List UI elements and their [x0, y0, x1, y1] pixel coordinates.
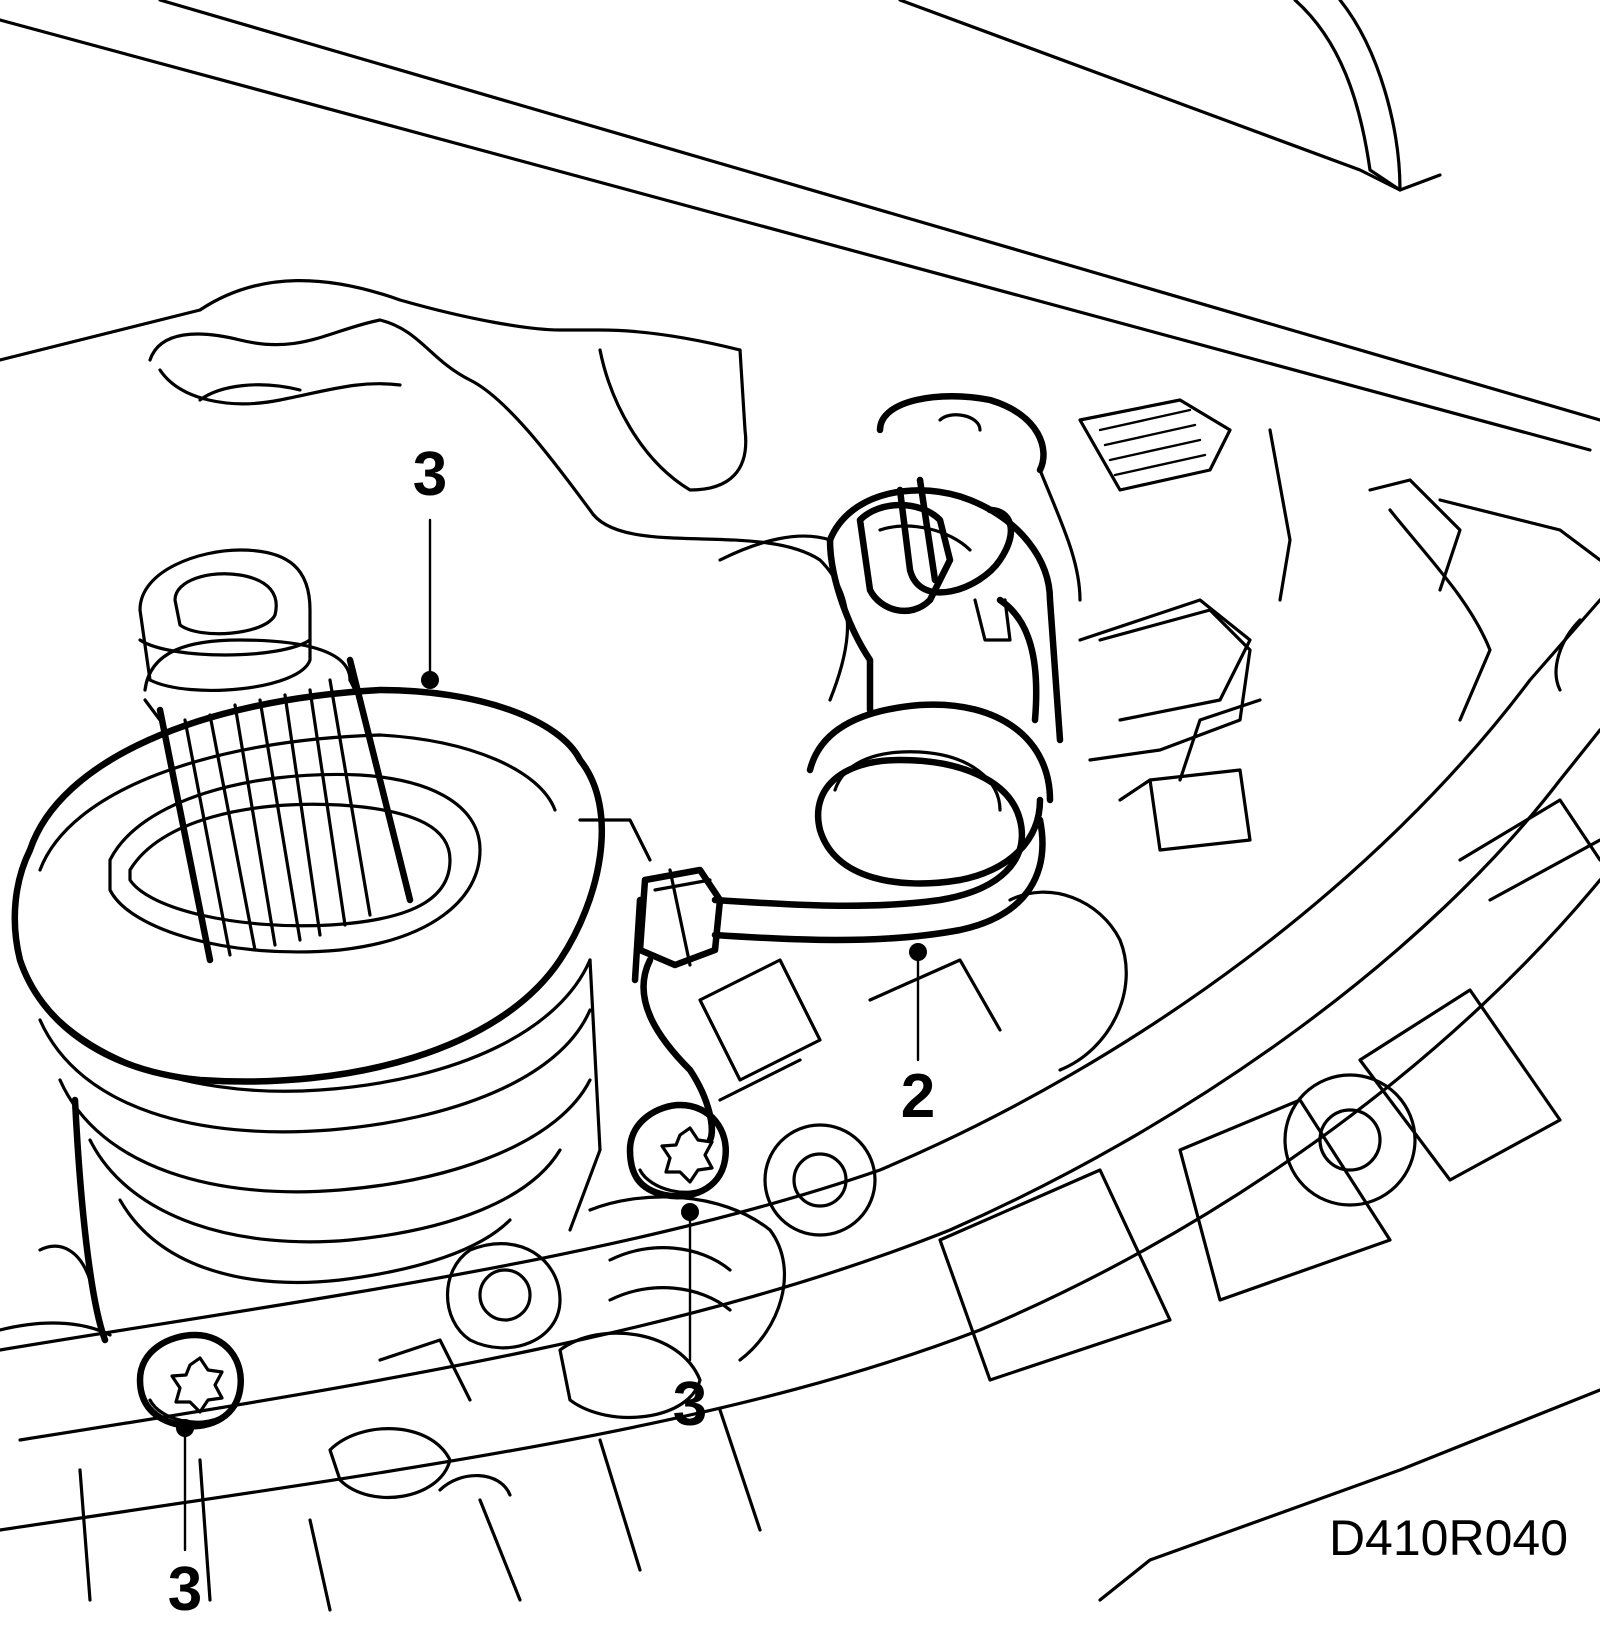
leader-dot [421, 671, 439, 689]
callout-label-bolt-left: 3 [168, 1555, 202, 1624]
mounting-bolt-right [626, 1101, 730, 1200]
leader-dot [176, 1419, 194, 1437]
callout-label-bolt-right: 3 [673, 1370, 707, 1439]
upper-casting [148, 318, 849, 702]
callout-leaders [176, 518, 927, 1552]
callout-label-hydraulic-line: 2 [901, 1062, 935, 1131]
housing-flange [0, 598, 1600, 1612]
clutch-slave-cylinder [11, 548, 652, 1284]
right-casting-ribs [1078, 398, 1600, 852]
figure-code: D410R040 [1329, 1510, 1568, 1566]
hydraulic-line [71, 393, 1252, 1344]
callout-label-slave-cylinder: 3 [413, 440, 447, 509]
leader-dot [681, 1203, 699, 1221]
leader-dot [909, 943, 927, 961]
